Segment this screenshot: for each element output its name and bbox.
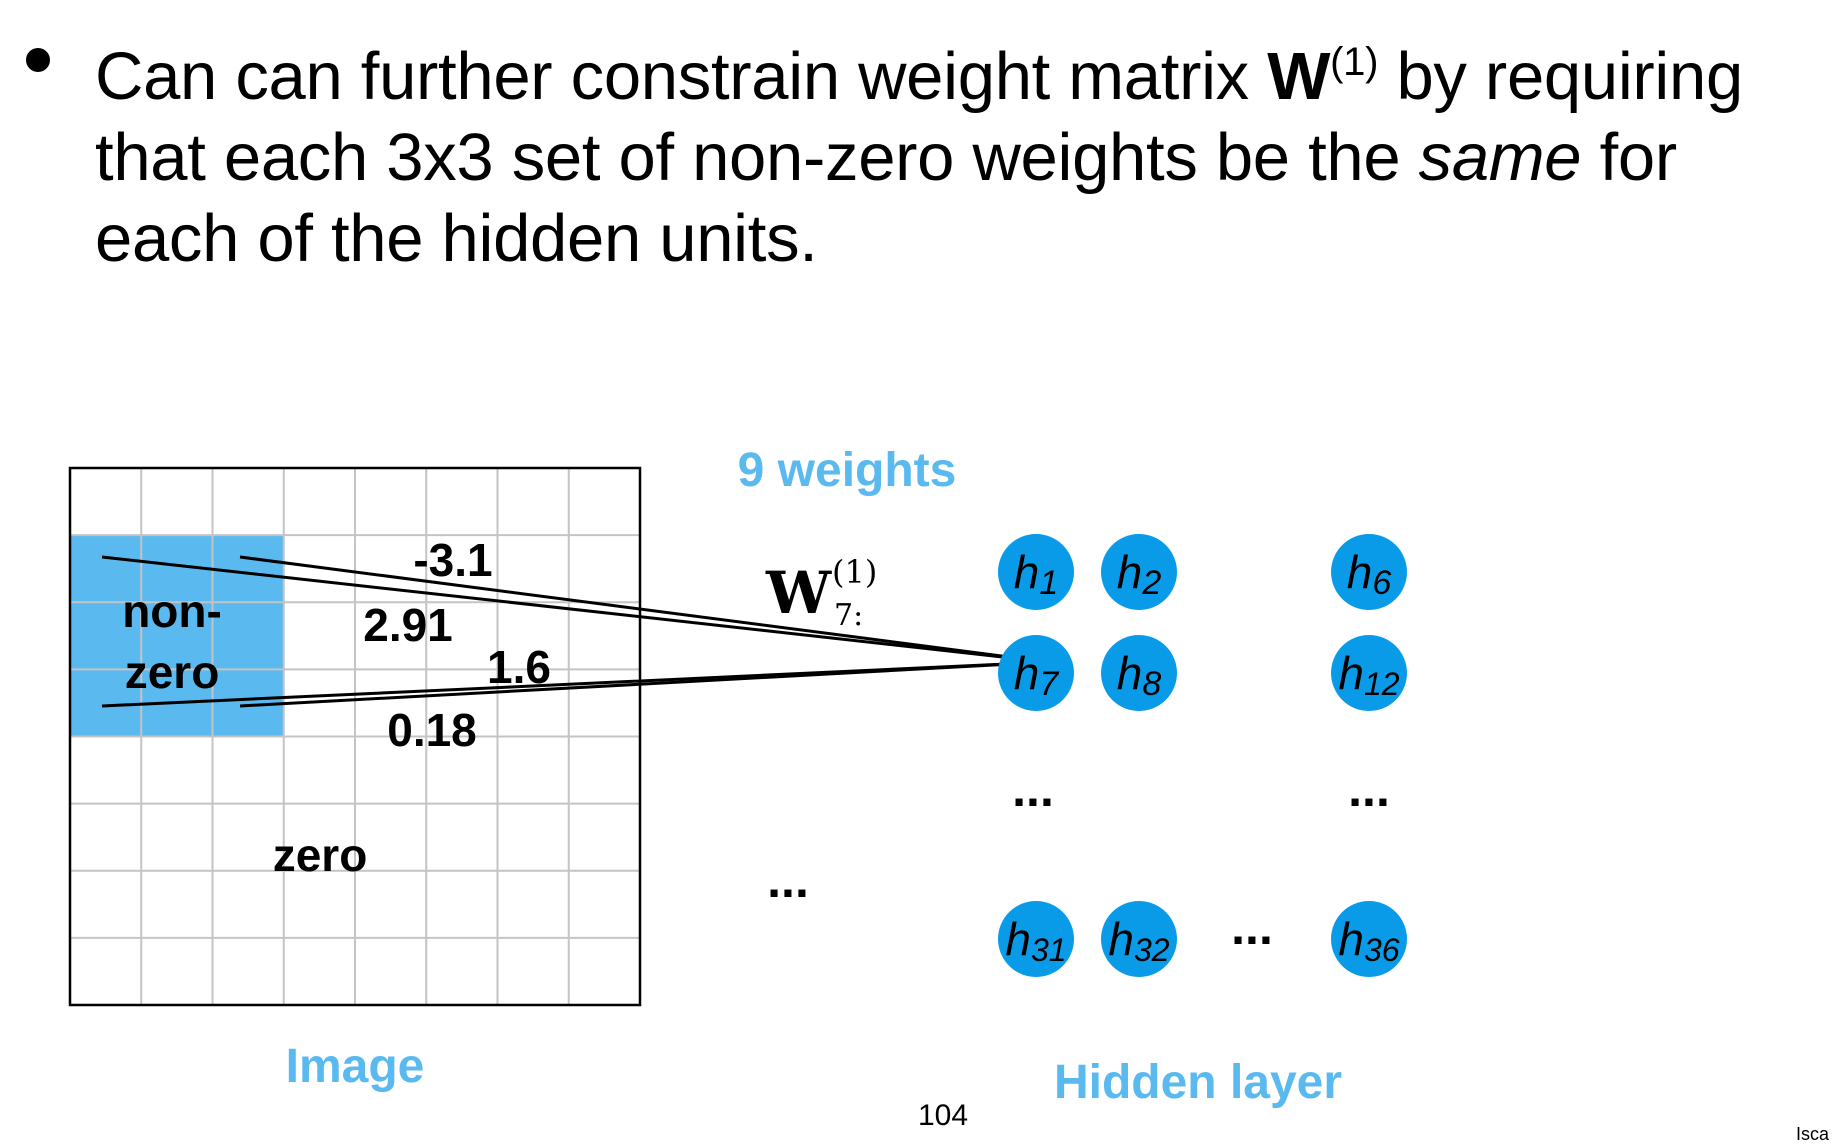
hidden-unit-h1: h1 (998, 534, 1074, 610)
weight-label: 2.91 (363, 599, 453, 651)
page-number: 104 (918, 1099, 968, 1132)
weight-arrows (101, 555, 1051, 708)
hidden-unit-circle (998, 534, 1074, 610)
emphasis-text: same (1418, 120, 1582, 195)
nonzero-label-line2: zero (125, 646, 220, 698)
hidden-unit-h32: h32 (1101, 901, 1177, 977)
hidden-unit-h36: h36 (1331, 901, 1407, 977)
hidden-unit-label: h6 (1347, 546, 1392, 602)
hidden-unit-label: h8 (1117, 647, 1162, 703)
weight-vector-symbol: W (1) 7: (765, 553, 877, 633)
hidden-unit-circle (1331, 635, 1407, 711)
corner-text-fragment: Isca (1796, 1124, 1830, 1144)
hidden-unit-label: h12 (1338, 647, 1399, 702)
hidden-unit-h7: h7 (998, 635, 1074, 711)
hidden-units: h1 h2 h6 h7 h8 h12 h31 h32 h36 (998, 534, 1407, 977)
ellipsis-more-weights: ... (767, 852, 809, 908)
bullet-text: Can can further constrain weight matrix … (95, 39, 1743, 276)
hidden-unit-circle (1101, 534, 1177, 610)
weight-arrow (239, 651, 1051, 708)
hidden-unit-label: h36 (1338, 913, 1399, 968)
bullet-dot (26, 48, 50, 72)
hidden-unit-label: h7 (1014, 647, 1060, 703)
hidden-unit-label: h32 (1108, 913, 1169, 968)
hidden-unit-circle (998, 901, 1074, 977)
ellipsis-col1: ... (1012, 761, 1054, 817)
matrix-symbol: W (1267, 39, 1331, 114)
hidden-unit-h8: h8 (1101, 635, 1177, 711)
weights-caption: 9 weights (738, 444, 957, 497)
hidden-unit-circle (1101, 635, 1177, 711)
ellipsis-col3: ... (1348, 761, 1390, 817)
hidden-unit-label: h1 (1014, 546, 1059, 602)
nonzero-label-line1: non- (122, 585, 222, 637)
image-grid (70, 468, 640, 1005)
hidden-unit-h12: h12 (1331, 635, 1407, 711)
weight-arrow (101, 555, 1049, 664)
hidden-unit-h31: h31 (998, 901, 1074, 977)
svg-text:7:: 7: (834, 598, 863, 633)
weight-label: 0.18 (387, 704, 477, 756)
hidden-unit-label: h31 (1005, 913, 1066, 968)
ellipsis-row-bottom: ... (1231, 899, 1273, 955)
image-label: Image (286, 1040, 425, 1093)
hidden-layer-label: Hidden layer (1054, 1056, 1342, 1109)
svg-text:(1): (1) (832, 553, 877, 591)
weight-label: 1.6 (487, 641, 551, 693)
hidden-unit-label: h2 (1117, 546, 1162, 602)
weight-arrow (239, 555, 1049, 664)
weight-label: -3.1 (413, 534, 492, 586)
svg-text:W: W (765, 559, 832, 627)
zero-label: zero (273, 829, 368, 881)
hidden-unit-circle (1331, 901, 1407, 977)
image-grid-border (68, 466, 642, 1007)
hidden-unit-h6: h6 (1331, 534, 1407, 610)
hidden-unit-circle (1331, 534, 1407, 610)
hidden-unit-h2: h2 (1101, 534, 1177, 610)
hidden-unit-circle (1101, 901, 1177, 977)
hidden-unit-circle (998, 635, 1074, 711)
